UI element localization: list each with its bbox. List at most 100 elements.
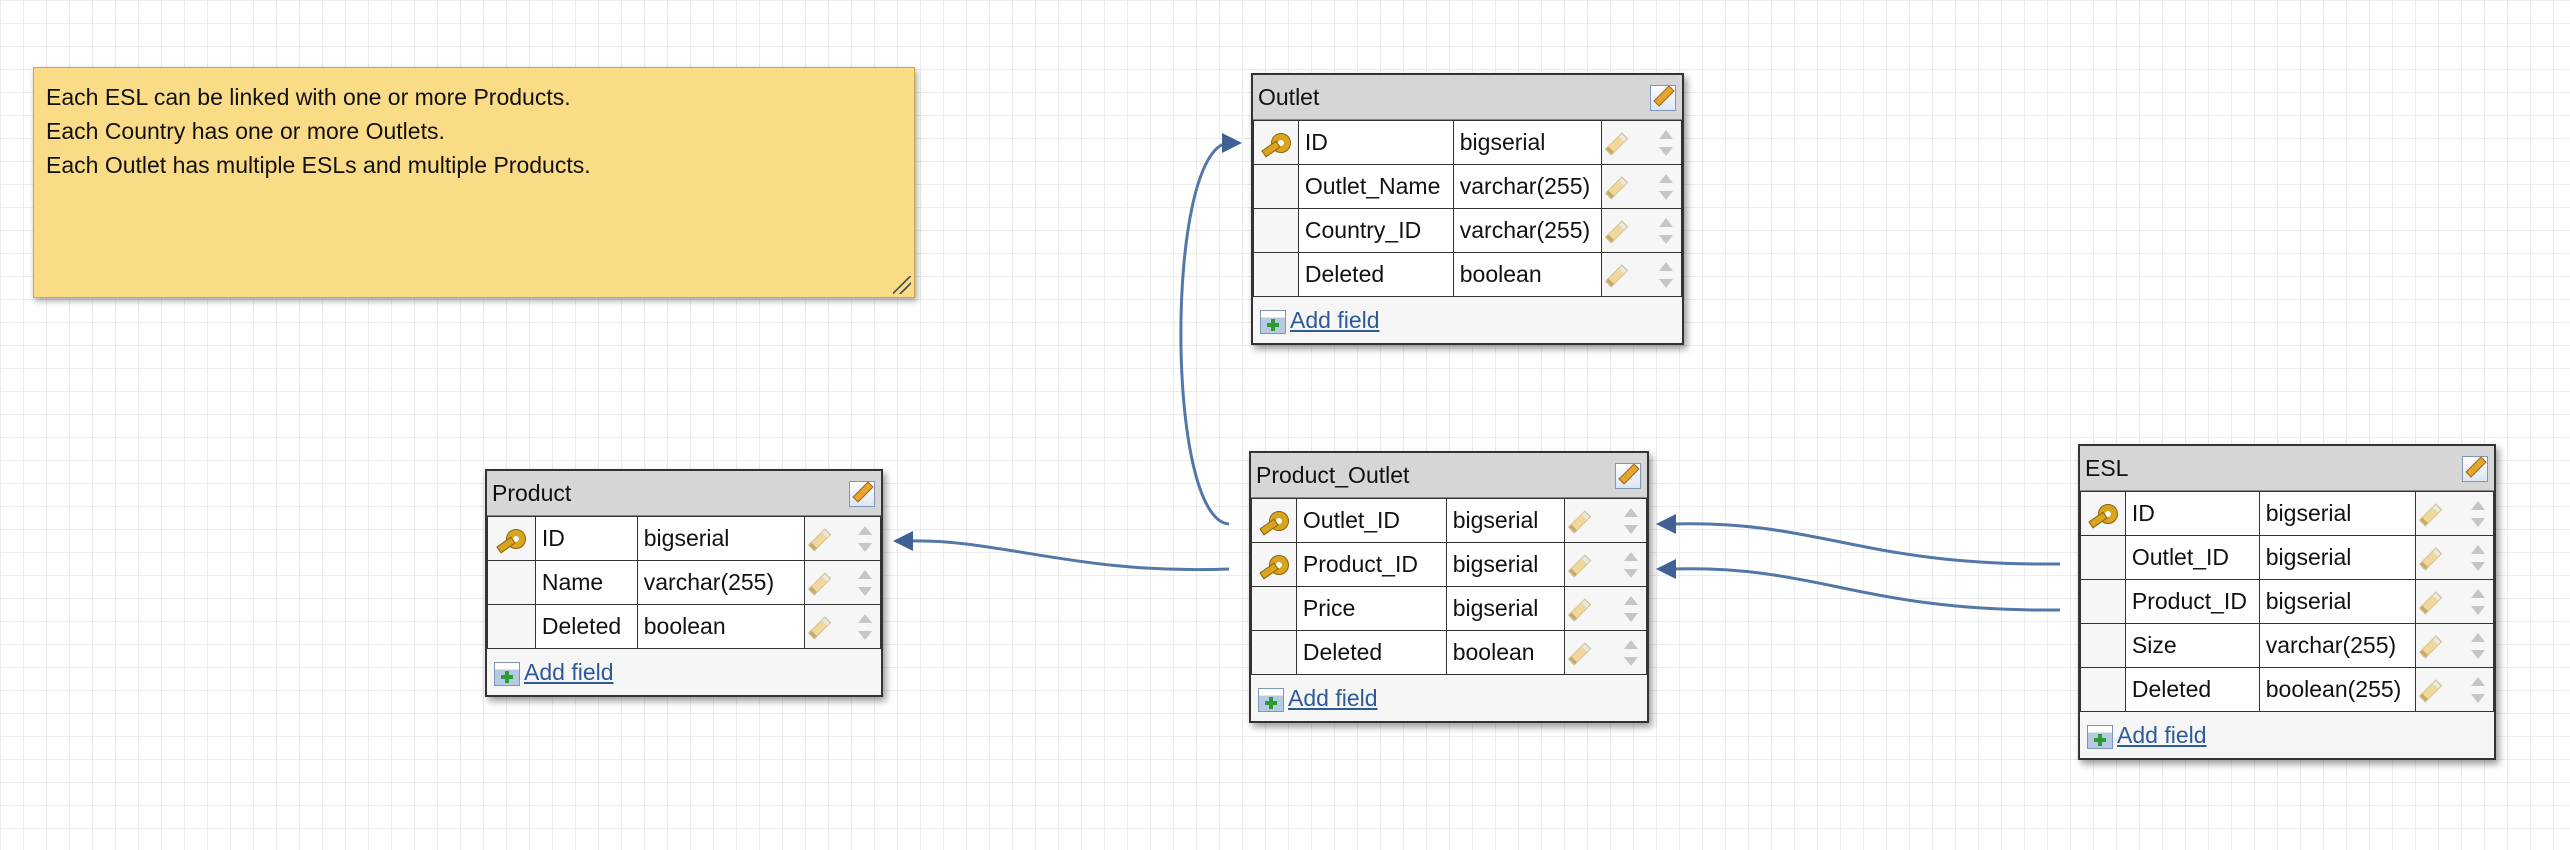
field-name[interactable]: Deleted: [1295, 630, 1447, 675]
field-type[interactable]: boolean: [636, 604, 805, 649]
reorder-arrows-icon[interactable]: [858, 570, 872, 596]
entity-header[interactable]: Outlet: [1253, 75, 1682, 120]
field-type[interactable]: varchar(255): [1452, 164, 1602, 209]
field-type[interactable]: boolean(255): [2258, 667, 2416, 712]
pencil-icon[interactable]: [1567, 554, 1591, 578]
field-type[interactable]: boolean: [1445, 630, 1565, 675]
entity-product-outlet[interactable]: Product_Outlet Outlet_ID bigserial Produ…: [1249, 451, 1649, 723]
reorder-arrows-icon[interactable]: [2471, 501, 2485, 527]
reorder-arrows-icon[interactable]: [2471, 677, 2485, 703]
add-field-link[interactable]: Add field: [524, 659, 614, 685]
add-field-icon[interactable]: [494, 661, 520, 686]
field-type[interactable]: varchar(255): [2258, 623, 2416, 668]
field-row[interactable]: ID bigserial: [2080, 491, 2495, 536]
field-name[interactable]: Country_ID: [1297, 208, 1454, 253]
reorder-arrows-icon[interactable]: [1624, 596, 1638, 622]
pencil-icon[interactable]: [2418, 591, 2442, 615]
edit-table-icon[interactable]: [849, 481, 875, 507]
pencil-icon[interactable]: [1604, 176, 1628, 200]
field-type[interactable]: bigserial: [2258, 535, 2416, 580]
edit-table-icon[interactable]: [2462, 456, 2488, 482]
field-row[interactable]: Deleted boolean: [1253, 252, 1683, 297]
field-name[interactable]: Price: [1295, 586, 1447, 631]
entity-header[interactable]: Product_Outlet: [1251, 453, 1647, 498]
pencil-icon[interactable]: [1604, 264, 1628, 288]
reorder-arrows-icon[interactable]: [1624, 552, 1638, 578]
add-field-icon[interactable]: [1258, 687, 1284, 712]
field-type[interactable]: bigserial: [1445, 498, 1565, 543]
field-row[interactable]: Deleted boolean: [487, 604, 882, 649]
pencil-icon[interactable]: [807, 572, 831, 596]
pencil-icon[interactable]: [1567, 510, 1591, 534]
field-name[interactable]: Product_ID: [2124, 579, 2260, 624]
pencil-icon[interactable]: [1567, 598, 1591, 622]
field-row[interactable]: Outlet_ID bigserial: [2080, 535, 2495, 580]
entity-header[interactable]: ESL: [2080, 446, 2494, 491]
reorder-arrows-icon[interactable]: [2471, 633, 2485, 659]
field-row[interactable]: ID bigserial: [487, 516, 882, 561]
reorder-arrows-icon[interactable]: [858, 614, 872, 640]
field-name[interactable]: Outlet_ID: [1295, 498, 1447, 543]
field-row[interactable]: Name varchar(255): [487, 560, 882, 605]
resize-handle-icon[interactable]: [893, 276, 911, 294]
field-name[interactable]: Deleted: [1297, 252, 1454, 297]
entity-product[interactable]: Product ID bigserial Name varchar(255) D…: [485, 469, 883, 697]
field-type[interactable]: bigserial: [1445, 542, 1565, 587]
add-field-link[interactable]: Add field: [1288, 685, 1378, 711]
field-type[interactable]: bigserial: [1445, 586, 1565, 631]
edit-table-icon[interactable]: [1615, 463, 1641, 489]
field-name[interactable]: Name: [534, 560, 638, 605]
reorder-arrows-icon[interactable]: [1659, 262, 1673, 288]
field-type[interactable]: varchar(255): [636, 560, 805, 605]
field-name[interactable]: Product_ID: [1295, 542, 1447, 587]
pencil-icon[interactable]: [2418, 547, 2442, 571]
field-name[interactable]: ID: [1297, 120, 1454, 165]
reorder-arrows-icon[interactable]: [1624, 508, 1638, 534]
field-name[interactable]: Outlet_ID: [2124, 535, 2260, 580]
field-name[interactable]: Outlet_Name: [1297, 164, 1454, 209]
sticky-note[interactable]: Each ESL can be linked with one or more …: [33, 67, 915, 298]
add-field-icon[interactable]: [2087, 724, 2113, 749]
reorder-arrows-icon[interactable]: [2471, 589, 2485, 615]
reorder-arrows-icon[interactable]: [1659, 130, 1673, 156]
reorder-arrows-icon[interactable]: [1624, 640, 1638, 666]
add-field-icon[interactable]: [1260, 309, 1286, 334]
field-name[interactable]: Deleted: [2124, 667, 2260, 712]
field-row[interactable]: Deleted boolean(255): [2080, 667, 2495, 712]
field-type[interactable]: varchar(255): [1452, 208, 1602, 253]
add-field-link[interactable]: Add field: [2117, 722, 2207, 748]
pencil-icon[interactable]: [807, 528, 831, 552]
field-type[interactable]: bigserial: [1452, 120, 1602, 165]
field-row[interactable]: Country_ID varchar(255): [1253, 208, 1683, 253]
pencil-icon[interactable]: [2418, 503, 2442, 527]
edit-table-icon[interactable]: [1650, 85, 1676, 111]
field-name[interactable]: ID: [2124, 491, 2260, 536]
field-name[interactable]: Deleted: [534, 604, 638, 649]
field-row[interactable]: Outlet_ID bigserial: [1251, 498, 1648, 543]
pencil-icon[interactable]: [2418, 679, 2442, 703]
field-type[interactable]: boolean: [1452, 252, 1602, 297]
field-row[interactable]: Product_ID bigserial: [1251, 542, 1648, 587]
pencil-icon[interactable]: [1604, 220, 1628, 244]
pencil-icon[interactable]: [807, 616, 831, 640]
field-row[interactable]: Outlet_Name varchar(255): [1253, 164, 1683, 209]
reorder-arrows-icon[interactable]: [2471, 545, 2485, 571]
reorder-arrows-icon[interactable]: [1659, 174, 1673, 200]
pencil-icon[interactable]: [1567, 642, 1591, 666]
add-field-link[interactable]: Add field: [1290, 307, 1380, 333]
reorder-arrows-icon[interactable]: [1659, 218, 1673, 244]
field-row[interactable]: Price bigserial: [1251, 586, 1648, 631]
field-type[interactable]: bigserial: [2258, 579, 2416, 624]
field-row[interactable]: ID bigserial: [1253, 120, 1683, 165]
field-type[interactable]: bigserial: [636, 516, 805, 561]
field-name[interactable]: ID: [534, 516, 638, 561]
field-type[interactable]: bigserial: [2258, 491, 2416, 536]
reorder-arrows-icon[interactable]: [858, 526, 872, 552]
entity-outlet[interactable]: Outlet ID bigserial Outlet_Name varchar(…: [1251, 73, 1684, 345]
field-row[interactable]: Deleted boolean: [1251, 630, 1648, 675]
pencil-icon[interactable]: [2418, 635, 2442, 659]
entity-header[interactable]: Product: [487, 471, 881, 516]
field-row[interactable]: Product_ID bigserial: [2080, 579, 2495, 624]
field-name[interactable]: Size: [2124, 623, 2260, 668]
